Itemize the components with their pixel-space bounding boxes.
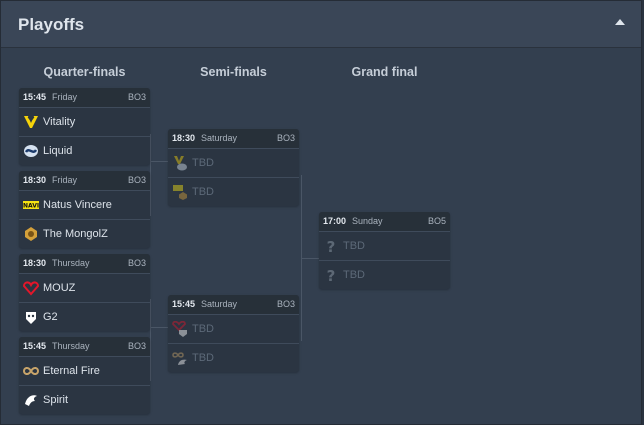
- match-time: 17:00: [323, 216, 347, 226]
- team-name: Natus Vincere: [43, 199, 112, 211]
- team-name: G2: [43, 311, 58, 323]
- match-format: BO3: [127, 258, 146, 268]
- question-mark-icon: ?: [327, 267, 336, 283]
- vitality-liquid-logo-icon: [174, 156, 187, 171]
- match-time: 18:30: [23, 258, 47, 268]
- g2-logo-icon: [26, 312, 36, 324]
- team-row-spirit[interactable]: Spirit: [19, 385, 150, 414]
- team-row-liquid[interactable]: Liquid: [19, 136, 150, 165]
- column-title-quarter-finals: Quarter-finals: [43, 65, 126, 79]
- team-row-tbd[interactable]: TBD: [168, 343, 299, 372]
- match-header: 17:00 Sunday BO5: [319, 212, 450, 231]
- match-header: 15:45 Thursday BO3: [19, 337, 150, 356]
- team-row-tbd[interactable]: TBD: [168, 177, 299, 206]
- mouz-logo-icon: [23, 281, 39, 296]
- team-name: MOUZ: [43, 282, 76, 294]
- match-format: BO3: [127, 341, 146, 351]
- match-card-qf-4[interactable]: 15:45 Thursday BO3 Eternal Fire Spirit: [19, 337, 150, 414]
- svg-text:NAVI: NAVI: [23, 203, 39, 210]
- match-time: 18:30: [172, 133, 196, 143]
- match-header: 18:30 Saturday BO3: [168, 129, 299, 148]
- team-name: TBD: [192, 323, 214, 335]
- match-day: Saturday: [201, 133, 238, 143]
- bracket-connector: [302, 258, 319, 259]
- team-row-g2[interactable]: G2: [19, 302, 150, 331]
- column-title-semi-finals: Semi-finals: [200, 65, 267, 79]
- match-day: Friday: [52, 92, 78, 102]
- team-row-vitality[interactable]: Vitality: [19, 107, 150, 136]
- team-name: TBD: [192, 186, 214, 198]
- match-day: Sunday: [352, 216, 383, 226]
- match-format: BO3: [127, 175, 146, 185]
- column-title-grand-final: Grand final: [351, 65, 418, 79]
- match-card-qf-1[interactable]: 15:45 Friday BO3 Vitality Liquid: [19, 88, 150, 165]
- match-time: 15:45: [23, 92, 47, 102]
- match-card-sf-1[interactable]: 18:30 Saturday BO3 TBD TBD: [168, 129, 299, 206]
- match-card-grand-final[interactable]: 17:00 Sunday BO5 ? TBD ? TBD: [319, 212, 450, 289]
- match-time: 18:30: [23, 175, 47, 185]
- team-name: TBD: [343, 269, 365, 281]
- liquid-logo-icon: [24, 145, 38, 157]
- bracket-connector: [151, 327, 168, 328]
- match-time: 15:45: [23, 341, 47, 351]
- team-name: TBD: [192, 157, 214, 169]
- team-name: Eternal Fire: [43, 365, 100, 377]
- mongolz-logo-icon: [25, 227, 37, 241]
- team-name: TBD: [192, 352, 214, 364]
- eternal-fire-spirit-logo-icon: [172, 352, 187, 365]
- team-row-eternal-fire[interactable]: Eternal Fire: [19, 356, 150, 385]
- team-row-tbd[interactable]: TBD: [168, 314, 299, 343]
- panel-header[interactable]: Playoffs: [1, 1, 641, 48]
- match-time: 15:45: [172, 299, 196, 309]
- team-name: Liquid: [43, 145, 73, 157]
- team-row-the-mongolz[interactable]: The MongolZ: [19, 219, 150, 248]
- team-row-tbd[interactable]: ? TBD: [319, 231, 450, 260]
- team-name: Spirit: [43, 394, 69, 406]
- match-header: 15:45 Saturday BO3: [168, 295, 299, 314]
- team-row-tbd[interactable]: TBD: [168, 148, 299, 177]
- match-header: 15:45 Friday BO3: [19, 88, 150, 107]
- match-card-qf-3[interactable]: 18:30 Thursday BO3 MOUZ G2: [19, 254, 150, 331]
- team-row-mouz[interactable]: MOUZ: [19, 273, 150, 302]
- bracket-connector: [150, 134, 151, 216]
- svg-text:?: ?: [327, 238, 336, 254]
- match-format: BO5: [427, 216, 446, 226]
- match-header: 18:30 Friday BO3: [19, 171, 150, 190]
- navi-logo-icon: NAVI: [23, 201, 39, 210]
- bracket-connector: [151, 161, 168, 162]
- spirit-logo-icon: [25, 395, 37, 406]
- match-day: Saturday: [201, 299, 238, 309]
- match-card-sf-2[interactable]: 15:45 Saturday BO3 TBD TBD: [168, 295, 299, 372]
- bracket-connector: [150, 299, 151, 381]
- eternal-fire-logo-icon: [23, 367, 39, 375]
- bracket-connector: [301, 175, 302, 341]
- mouz-g2-logo-icon: [172, 321, 187, 337]
- team-name: TBD: [343, 240, 365, 252]
- vitality-logo-icon: [24, 116, 38, 128]
- match-day: Thursday: [52, 258, 90, 268]
- match-format: BO3: [276, 299, 295, 309]
- question-mark-icon: ?: [327, 238, 336, 254]
- match-header: 18:30 Thursday BO3: [19, 254, 150, 273]
- match-day: Thursday: [52, 341, 90, 351]
- team-name: The MongolZ: [43, 228, 108, 240]
- panel-title: Playoffs: [18, 15, 85, 34]
- match-format: BO3: [127, 92, 146, 102]
- team-row-natus-vincere[interactable]: NAVI Natus Vincere: [19, 190, 150, 219]
- navi-mongolz-logo-icon: [173, 185, 187, 200]
- team-name: Vitality: [43, 116, 76, 128]
- match-day: Friday: [52, 175, 78, 185]
- collapse-caret-icon[interactable]: [615, 19, 625, 25]
- match-format: BO3: [276, 133, 295, 143]
- svg-text:?: ?: [327, 267, 336, 283]
- team-row-tbd[interactable]: ? TBD: [319, 260, 450, 289]
- match-card-qf-2[interactable]: 18:30 Friday BO3 NAVI Natus Vincere The …: [19, 171, 150, 248]
